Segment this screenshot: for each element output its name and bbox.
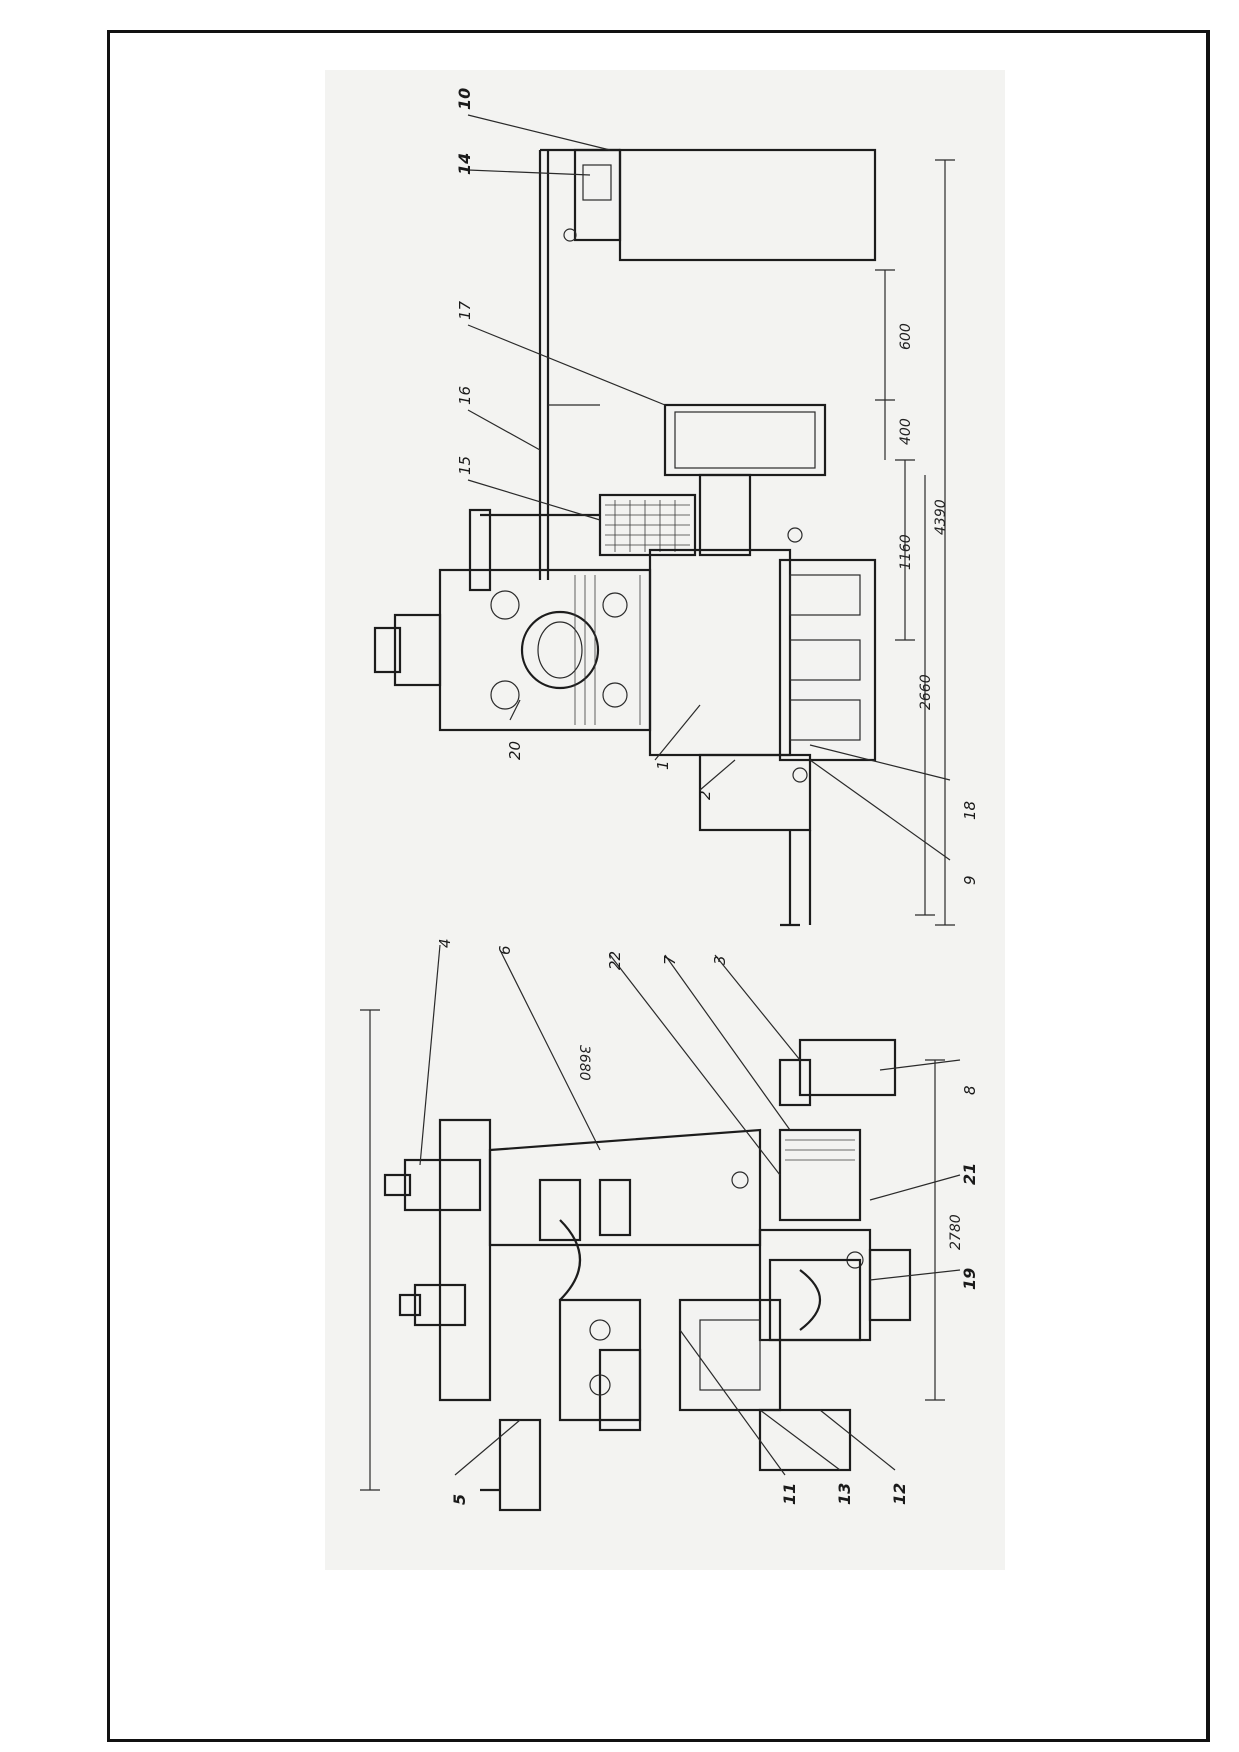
filter-grid [605,500,690,552]
callout-2: 2 [696,790,714,800]
bed-2 [698,753,812,832]
unit-17 [663,403,827,477]
callout-11: 11 [780,1483,799,1505]
beam-4 [403,1158,482,1212]
callout-20: 20 [506,741,524,760]
dim-2780: 2780 [948,1214,964,1250]
unit-14 [573,148,622,242]
callout-19: 19 [960,1268,979,1290]
callout-4: 4 [436,938,454,948]
callout-15: 15 [456,456,474,475]
column-6 [438,1118,492,1402]
callout-1: 1 [654,760,672,770]
tank-10 [618,148,877,262]
spindle-circle [520,610,600,690]
top-view [373,114,955,927]
unit-8 [798,1038,897,1097]
filter-15 [598,493,697,557]
callout-7: 7 [661,955,679,965]
callout-6: 6 [496,945,514,955]
callout-14: 14 [455,153,474,175]
dim-1160: 1160 [898,534,914,570]
dim-4390: 4390 [933,499,949,535]
part-12 [758,1408,852,1472]
cable-loop [559,1219,581,1301]
callout-21: 21 [960,1163,979,1185]
dim-3680: 3680 [576,1045,592,1081]
dim-600: 600 [898,323,914,350]
callout-16: 16 [456,386,474,405]
side-view [360,944,961,1512]
callout-13: 13 [835,1483,854,1505]
table-grid [785,1139,855,1161]
callout-9: 9 [961,875,979,885]
callout-12: 12 [890,1483,909,1505]
callout-5: 5 [450,1494,469,1505]
housing-19 [768,1258,862,1342]
callout-10: 10 [455,88,474,110]
tool-wedge [558,1298,642,1422]
cylinder-5 [498,1418,542,1512]
callout-8: 8 [961,1085,979,1095]
table-7 [778,1128,862,1222]
callout-22: 22 [606,951,624,970]
dim-400: 400 [898,418,914,445]
callout-17: 17 [456,300,474,320]
callout-18: 18 [961,801,979,820]
dim-2660: 2660 [918,674,934,710]
callout-3: 3 [711,955,729,965]
bed-1 [648,548,792,757]
page-frame [107,30,1210,1742]
